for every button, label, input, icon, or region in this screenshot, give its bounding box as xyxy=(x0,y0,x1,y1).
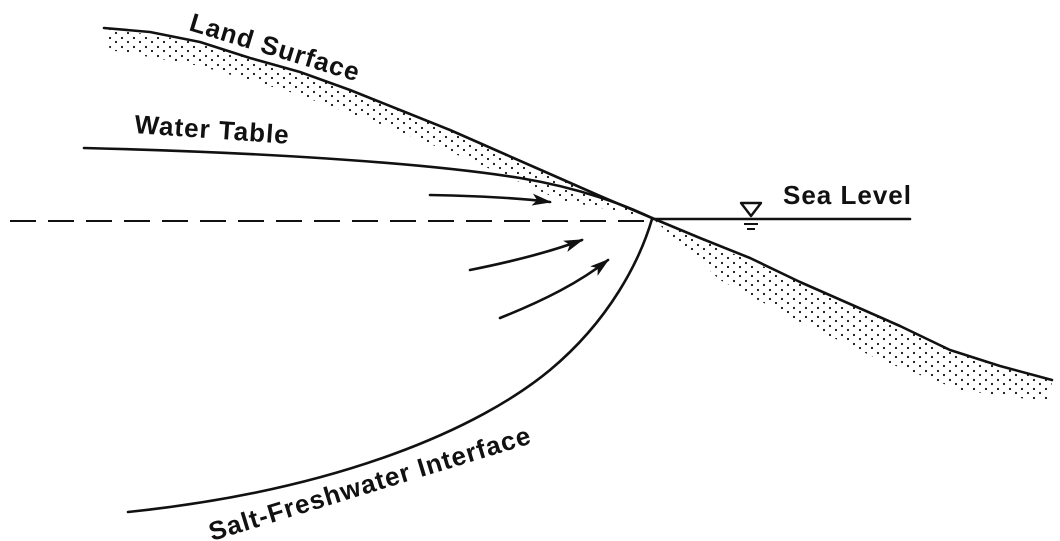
water-table-label: Water Table xyxy=(134,109,291,150)
flow-arrow-middle xyxy=(470,240,582,270)
sea-level-symbol-icon xyxy=(741,203,761,229)
salt-freshwater-interface-label: Salt-Freshwater Interface xyxy=(205,420,535,541)
sea-level-label: Sea Level xyxy=(783,180,912,210)
lower-soil-stipple xyxy=(652,218,1052,402)
flow-arrow-lower xyxy=(500,260,608,318)
flow-arrow-upper xyxy=(430,195,550,202)
